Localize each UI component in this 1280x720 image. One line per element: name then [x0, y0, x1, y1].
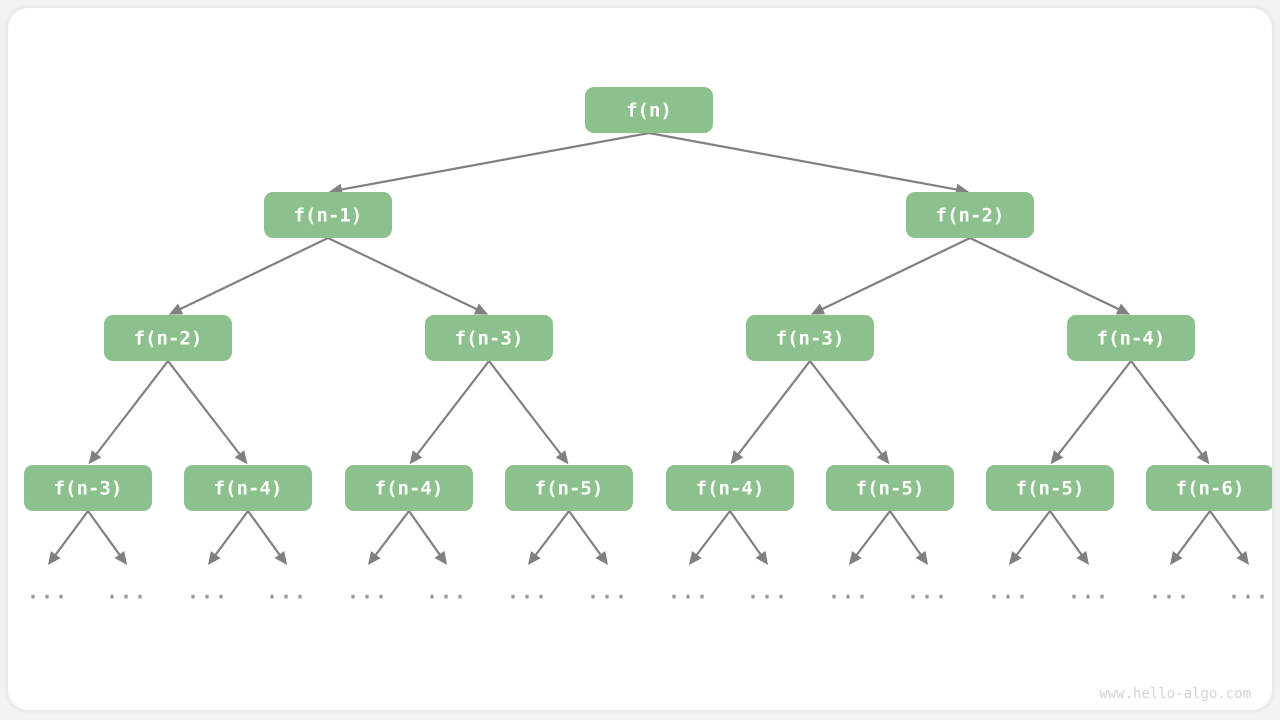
- node-box: [1146, 465, 1272, 511]
- ellipsis-marker: ...: [27, 580, 69, 604]
- tree-node[interactable]: f(n-4): [184, 465, 312, 511]
- node-box: [505, 465, 633, 511]
- node-box: [585, 87, 713, 133]
- tree-node[interactable]: f(n-3): [24, 465, 152, 511]
- leaf-stub-arrow: [87, 510, 127, 565]
- node-box: [264, 192, 392, 238]
- ellipsis-marker: ...: [587, 580, 629, 604]
- node-box: [666, 465, 794, 511]
- tree-edge: [648, 131, 970, 196]
- ellipsis-marker: ...: [747, 580, 789, 604]
- node-label: f(n): [626, 100, 672, 122]
- node-label: f(n-4): [696, 478, 765, 500]
- leaf-stub-arrow: [528, 510, 570, 565]
- tree-node[interactable]: f(n-4): [666, 465, 794, 511]
- ellipsis-marker: ...: [106, 580, 148, 604]
- tree-edge: [88, 360, 169, 465]
- node-box: [184, 465, 312, 511]
- node-box: [345, 465, 473, 511]
- node-box: [986, 465, 1114, 511]
- tree-node[interactable]: f(n-1): [264, 192, 392, 238]
- node-label: f(n-2): [134, 328, 203, 350]
- ellipsis-marker: ...: [988, 580, 1030, 604]
- node-box: [425, 315, 553, 361]
- node-box: [906, 192, 1034, 238]
- tree-node[interactable]: f(n-3): [425, 315, 553, 361]
- tree-node[interactable]: f(n-5): [986, 465, 1114, 511]
- node-label: f(n-5): [1016, 478, 1085, 500]
- tree-node[interactable]: f(n-6): [1146, 465, 1272, 511]
- ellipsis-row: ........................................…: [27, 580, 1270, 604]
- node-box: [1067, 315, 1195, 361]
- tree-edge: [809, 360, 890, 465]
- tree-edge: [810, 237, 971, 315]
- tree-node[interactable]: f(n-4): [1067, 315, 1195, 361]
- leaf-stub-arrow: [1209, 510, 1249, 565]
- node-label: f(n-2): [936, 205, 1005, 227]
- tree-node[interactable]: f(n-3): [746, 315, 874, 361]
- leaf-stub-arrow: [1049, 510, 1089, 565]
- ellipsis-marker: ...: [187, 580, 229, 604]
- ellipsis-marker: ...: [1068, 580, 1110, 604]
- node-label: f(n-6): [1176, 478, 1245, 500]
- tree-edge: [328, 131, 650, 196]
- leaf-stub-arrow: [889, 510, 928, 565]
- ellipsis-marker: ...: [266, 580, 308, 604]
- tree-edge: [167, 360, 248, 465]
- leaf-stub-arrow: [368, 510, 410, 565]
- node-label: f(n-5): [535, 478, 604, 500]
- node-label: f(n-5): [856, 478, 925, 500]
- tree-edge: [327, 237, 489, 315]
- node-label: f(n-4): [214, 478, 283, 500]
- tree-node[interactable]: f(n-5): [505, 465, 633, 511]
- leaf-stub-arrow: [1170, 510, 1211, 565]
- tree-edge: [969, 237, 1131, 315]
- recursion-tree-diagram: f(n) f(n-1) f(n-2) f(n-2) f(n-3) f(n-3) f(n-4)…: [24, 87, 1272, 702]
- node-box: [746, 315, 874, 361]
- ellipsis-marker: ...: [507, 580, 549, 604]
- node-label: f(n-3): [54, 478, 123, 500]
- tree-edge: [409, 360, 490, 465]
- node-label: f(n-4): [1097, 328, 1166, 350]
- tree-node[interactable]: f(n-2): [104, 315, 232, 361]
- leaf-stub-arrow: [1009, 510, 1051, 565]
- node-box: [826, 465, 954, 511]
- node-label: f(n-3): [776, 328, 845, 350]
- node-label: f(n-3): [455, 328, 524, 350]
- tree-edge: [488, 360, 569, 465]
- leaf-stub-arrow: [408, 510, 447, 565]
- leaf-stub-arrow: [689, 510, 731, 565]
- tree-node[interactable]: f(n): [585, 87, 713, 133]
- ellipsis-marker: ...: [426, 580, 468, 604]
- edges-group: [88, 131, 1210, 465]
- leaf-stub-arrow: [729, 510, 768, 565]
- tree-node[interactable]: f(n-5): [826, 465, 954, 511]
- nodes-group: f(n) f(n-1) f(n-2) f(n-2) f(n-3) f(n-3) f(n-4)…: [24, 87, 1272, 511]
- figure-card: f(n) f(n-1) f(n-2) f(n-2) f(n-3) f(n-3) f(n-4)…: [8, 8, 1272, 710]
- leaf-stub-arrow: [247, 510, 287, 565]
- node-box: [104, 315, 232, 361]
- tree-edge: [1050, 360, 1132, 465]
- node-box: [24, 465, 152, 511]
- leaf-stub-arrow: [48, 510, 89, 565]
- ellipsis-marker: ...: [1228, 580, 1270, 604]
- watermark-label: www.hello-algo.com: [1099, 686, 1251, 702]
- leaf-stub-arrow: [568, 510, 608, 565]
- tree-edge: [730, 360, 811, 465]
- node-label: f(n-1): [294, 205, 363, 227]
- tree-node[interactable]: f(n-4): [345, 465, 473, 511]
- ellipsis-marker: ...: [828, 580, 870, 604]
- node-label: f(n-4): [375, 478, 444, 500]
- tree-edge: [168, 237, 329, 315]
- ellipsis-marker: ...: [668, 580, 710, 604]
- leaf-stub-arrow: [849, 510, 891, 565]
- leaf-stub-arrows-group: [48, 510, 1249, 565]
- tree-edge: [1130, 360, 1210, 465]
- ellipsis-marker: ...: [1149, 580, 1191, 604]
- leaf-stub-arrow: [208, 510, 249, 565]
- ellipsis-marker: ...: [347, 580, 389, 604]
- ellipsis-marker: ...: [907, 580, 949, 604]
- tree-node[interactable]: f(n-2): [906, 192, 1034, 238]
